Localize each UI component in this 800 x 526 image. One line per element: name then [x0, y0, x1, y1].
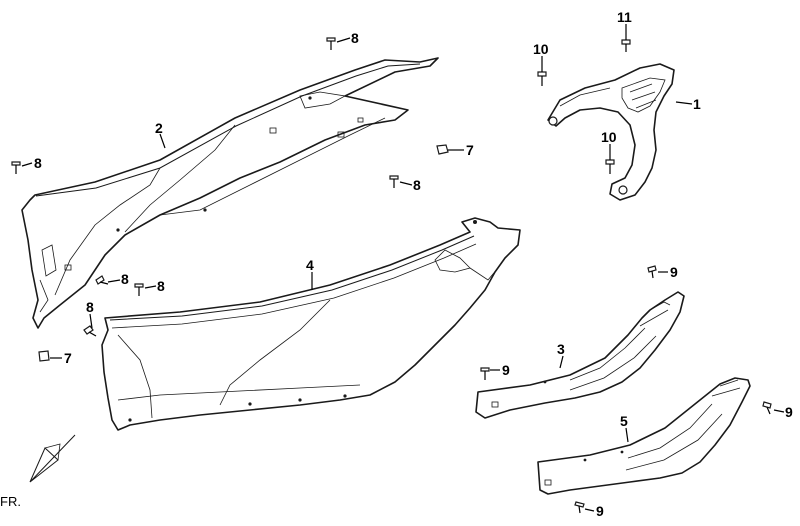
callout-10: 10 — [601, 129, 617, 145]
callout-3: 3 — [557, 341, 565, 357]
front-direction-arrow — [29, 434, 76, 483]
callout-8: 8 — [86, 299, 94, 315]
callout-1: 1 — [693, 96, 701, 112]
callout-9: 9 — [785, 404, 793, 420]
callout-9: 9 — [596, 503, 604, 519]
fasteners — [11, 37, 772, 514]
callout-8: 8 — [34, 155, 42, 171]
callout-9: 9 — [670, 264, 678, 280]
callout-2: 2 — [155, 120, 163, 136]
callout-8: 8 — [351, 30, 359, 46]
callout-8: 8 — [413, 177, 421, 193]
callout-7: 7 — [64, 350, 72, 366]
callout-8: 8 — [121, 271, 129, 287]
part-3-rear-lower-cover — [475, 291, 685, 419]
callout-5: 5 — [620, 413, 628, 429]
callout-10: 10 — [533, 41, 549, 57]
callout-9: 9 — [502, 362, 510, 378]
callout-8: 8 — [157, 278, 165, 294]
callout-7: 7 — [466, 142, 474, 158]
part-5-rear-lower-cover — [537, 377, 751, 495]
part-1-rear-carrier — [547, 63, 675, 201]
leader-lines — [21, 24, 785, 512]
front-marker-label: FR. — [0, 494, 21, 509]
callout-4: 4 — [306, 257, 314, 273]
part-2-body-side-cover — [21, 57, 439, 329]
part-4-lower-side-cover — [101, 217, 521, 431]
callout-11: 11 — [617, 9, 632, 25]
